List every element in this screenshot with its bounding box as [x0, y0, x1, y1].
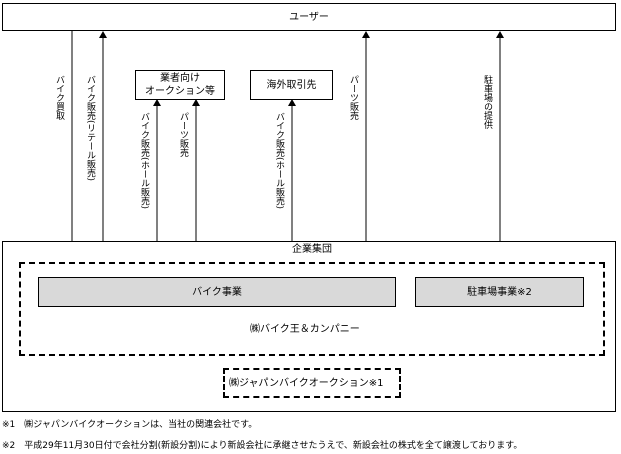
- dealer-auction-box: 業者向け オークション等: [135, 70, 225, 100]
- auction-company-label: ㈱ジャパンバイクオークション※1: [229, 378, 384, 389]
- group-label: 企業集団: [292, 244, 332, 255]
- parking-business-box: 駐車場事業※2: [415, 277, 584, 307]
- flow-label-parking-provision: 駐車場の提供: [482, 75, 492, 129]
- overseas-label: 海外取引先: [266, 79, 317, 91]
- parking-business-label: 駐車場事業※2: [467, 286, 532, 298]
- dealer-auction-label-1: 業者向け: [160, 73, 200, 84]
- bike-business-label: バイク事業: [192, 286, 242, 298]
- flow-label-parts-2: パーツ販売: [348, 75, 358, 120]
- footnote-1: ※1 ㈱ジャパンバイクオークションは、当社の関連会社です。: [2, 420, 258, 430]
- auction-company-box: [223, 368, 401, 398]
- dealer-auction-label-2: オークション等: [145, 86, 215, 97]
- flow-label-bike-sales-retail: バイク販売(リテール販売): [85, 75, 95, 182]
- user-label: ユーザー: [289, 11, 329, 23]
- overseas-box: 海外取引先: [250, 70, 333, 100]
- flow-label-parts-1: パーツ販売: [178, 112, 188, 157]
- flow-label-bike-purchase: バイク買取: [54, 75, 64, 120]
- flow-label-wholesale-1: バイク販売(ホール販売): [139, 112, 149, 210]
- flow-label-wholesale-2: バイク販売(ホール販売): [274, 112, 284, 210]
- user-box: ユーザー: [2, 3, 616, 31]
- company-dashed-box: [19, 262, 605, 356]
- group-box: [2, 241, 616, 412]
- footnote-2: ※2 平成29年11月30日付で会社分割(新設分割)により新設会社に承継させたう…: [2, 441, 523, 451]
- company-label: ㈱バイク王＆カンパニー: [250, 324, 360, 335]
- bike-business-box: バイク事業: [38, 277, 396, 307]
